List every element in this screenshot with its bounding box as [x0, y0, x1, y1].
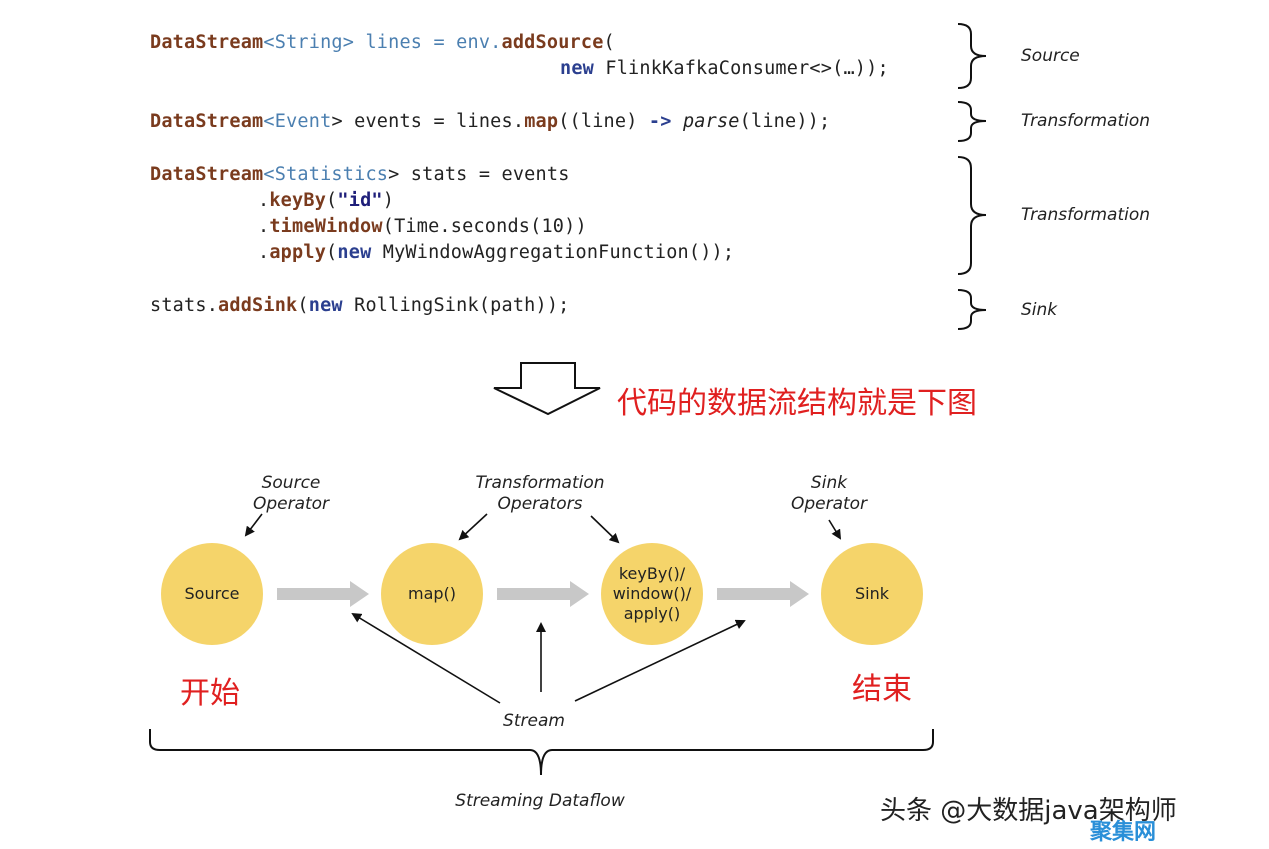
node-sink: [821, 543, 923, 645]
flow-arrow-3: [717, 581, 809, 607]
brace-sink: [957, 289, 987, 330]
node-sink-label: Sink: [854, 584, 890, 603]
arrow-caption: 代码的数据流结构就是下图: [617, 386, 977, 421]
sink-operator-pointer: [828, 519, 842, 540]
source-operator-pointer: [244, 513, 263, 537]
label-transformation-2: Transformation: [1021, 205, 1151, 225]
code-line-7: .apply(new MyWindowAggregationFunction()…: [258, 242, 735, 263]
label-transformation-1: Transformation: [1021, 111, 1151, 131]
code-line-2: new FlinkKafkaConsumer<>(…));: [560, 58, 889, 79]
code-line-4: DataStream<Statistics> stats = events: [150, 164, 570, 185]
stream-pointer-left: [351, 612, 501, 704]
stream-pointer-right: [574, 619, 746, 702]
stream-label: Stream: [503, 711, 565, 731]
node-map: [381, 543, 483, 645]
node-source: [161, 543, 263, 645]
transformation-operators-label-line2: Operators: [497, 494, 583, 514]
brace-streaming-dataflow: [149, 729, 934, 776]
source-operator-label-line1: Source: [261, 473, 321, 493]
brace-source: [957, 23, 987, 89]
transformation-operators-label-line1: Transformation: [475, 473, 605, 493]
node-keyby-label: keyBy()/ window()/ apply(): [612, 564, 692, 623]
code-line-6: .timeWindow(Time.seconds(10)): [258, 216, 587, 237]
down-arrow-icon: [493, 362, 601, 416]
start-label: 开始: [180, 676, 240, 711]
node-source-label: Source: [184, 584, 240, 603]
code-line-5: .keyBy("id"): [258, 190, 395, 211]
node-map-label: map(): [407, 584, 457, 603]
watermark-badge: 聚集网: [1090, 820, 1157, 845]
flow-arrow-2: [497, 581, 589, 607]
source-operator-label-line2: Operator: [252, 494, 330, 514]
sink-operator-label-line2: Operator: [790, 494, 868, 514]
label-source: Source: [1021, 46, 1080, 66]
code-line-8: stats.addSink(new RollingSink(path));: [150, 295, 570, 316]
flow-arrow-1: [277, 581, 369, 607]
code-line-3: DataStream<Event> events = lines.map((li…: [150, 111, 831, 132]
brace-transformation-1: [957, 101, 987, 142]
node-keyby: [601, 543, 703, 645]
brace-transformation-2: [957, 156, 987, 275]
transformation-pointer-right: [590, 515, 620, 544]
watermark-text: 头条 @大数据java架构师: [880, 796, 1177, 826]
transformation-pointer-left: [458, 513, 488, 541]
code-line-1: DataStream<String> lines = env.addSource…: [150, 32, 615, 53]
end-label: 结束: [852, 672, 912, 707]
label-sink: Sink: [1021, 300, 1058, 320]
sink-operator-label-line1: Sink: [810, 473, 848, 493]
streaming-dataflow-label: Streaming Dataflow: [455, 791, 625, 811]
